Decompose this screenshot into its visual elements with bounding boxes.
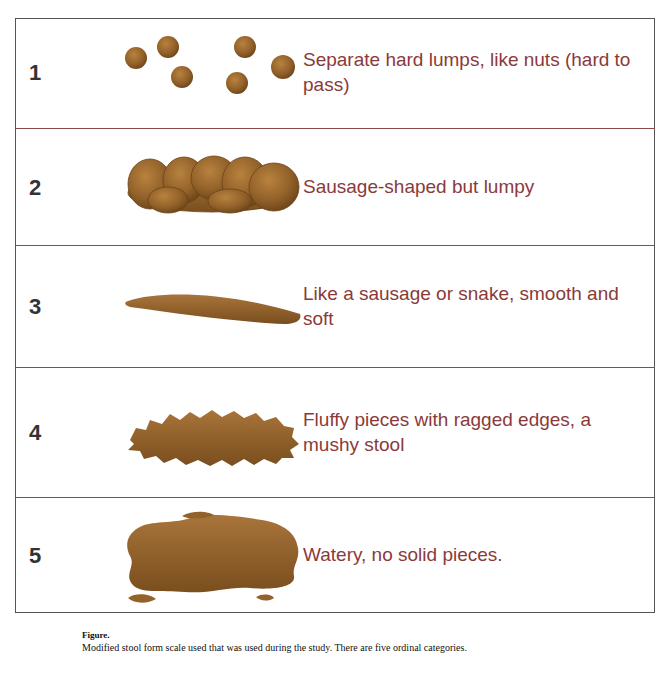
mushy-stool — [128, 410, 299, 466]
category-number: 4 — [29, 420, 41, 446]
category-number: 1 — [29, 60, 41, 86]
scale-row: 1 Separate hard lumps, like nuts (hard to… — [15, 18, 655, 128]
table-frame — [15, 18, 655, 613]
category-number: 2 — [29, 175, 41, 201]
scale-row: 5 Watery, no solid pieces. — [15, 497, 655, 612]
hard-lumps — [125, 36, 295, 94]
scale-row: 3 Like a sausage or snake, smooth and sof… — [15, 245, 655, 367]
smooth-sausage — [125, 294, 300, 324]
category-number: 5 — [29, 543, 41, 569]
stool-description: Separate hard lumps, like nuts (hard to … — [303, 48, 648, 97]
stool-description: Like a sausage or snake, smooth and soft — [303, 282, 648, 331]
figure-caption: Modified stool form scale used that was … — [82, 642, 642, 653]
stool-description: Sausage-shaped but lumpy — [303, 175, 648, 200]
figure-label: Figure. — [82, 630, 110, 640]
stool-description: Fluffy pieces with ragged edges, a mushy… — [303, 408, 648, 457]
scale-row: 2 Sausage-shaped but lumpy — [15, 128, 655, 245]
lumpy-sausage — [128, 156, 299, 213]
watery-stool — [127, 512, 298, 603]
stool-description: Watery, no solid pieces. — [303, 543, 648, 568]
category-number: 3 — [29, 294, 41, 320]
scale-row: 4 Fluffy pieces with ragged edges, a mush… — [15, 367, 655, 497]
